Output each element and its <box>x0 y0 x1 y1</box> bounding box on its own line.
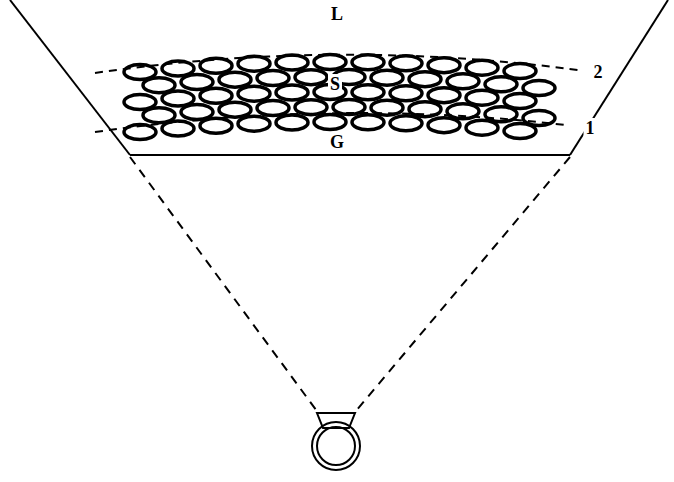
cell <box>200 118 232 133</box>
cell <box>276 85 308 100</box>
cell <box>390 86 422 101</box>
cell <box>314 115 346 130</box>
cell <box>219 102 251 117</box>
cell <box>390 116 422 131</box>
eye-inner <box>317 427 355 465</box>
cell <box>447 74 479 89</box>
cell <box>428 88 460 103</box>
cell <box>409 72 441 87</box>
region-label: S <box>328 74 342 94</box>
surface-curve-1 <box>95 113 565 132</box>
cell <box>276 115 308 130</box>
cell <box>257 101 289 116</box>
boundary-line <box>130 154 570 156</box>
cell <box>219 72 251 87</box>
surface-curve-2 <box>95 55 578 73</box>
cell <box>428 118 460 133</box>
cell <box>295 100 327 115</box>
cell <box>504 124 536 139</box>
region-label: G <box>328 132 346 152</box>
cell <box>295 70 327 85</box>
sight-line <box>350 157 570 418</box>
eye <box>312 422 360 470</box>
cell <box>238 116 270 131</box>
cell <box>352 55 384 70</box>
region-label: L <box>329 4 345 24</box>
cell <box>352 115 384 130</box>
cell <box>200 58 232 73</box>
left-wall <box>10 0 130 155</box>
cell <box>181 75 213 90</box>
cell <box>352 85 384 100</box>
right-wall <box>570 0 668 155</box>
cell-layer <box>124 55 555 140</box>
cell <box>390 56 422 71</box>
sight-line <box>130 157 322 418</box>
cell <box>238 56 270 71</box>
cell <box>257 71 289 86</box>
callout-number: 2 <box>592 62 605 82</box>
cell <box>428 58 460 73</box>
cell <box>181 105 213 120</box>
cell <box>200 88 232 103</box>
cell <box>314 55 346 70</box>
cell <box>371 70 403 85</box>
cell <box>466 120 498 135</box>
cell <box>276 55 308 70</box>
callout-number: 1 <box>584 118 597 138</box>
cell <box>238 86 270 101</box>
